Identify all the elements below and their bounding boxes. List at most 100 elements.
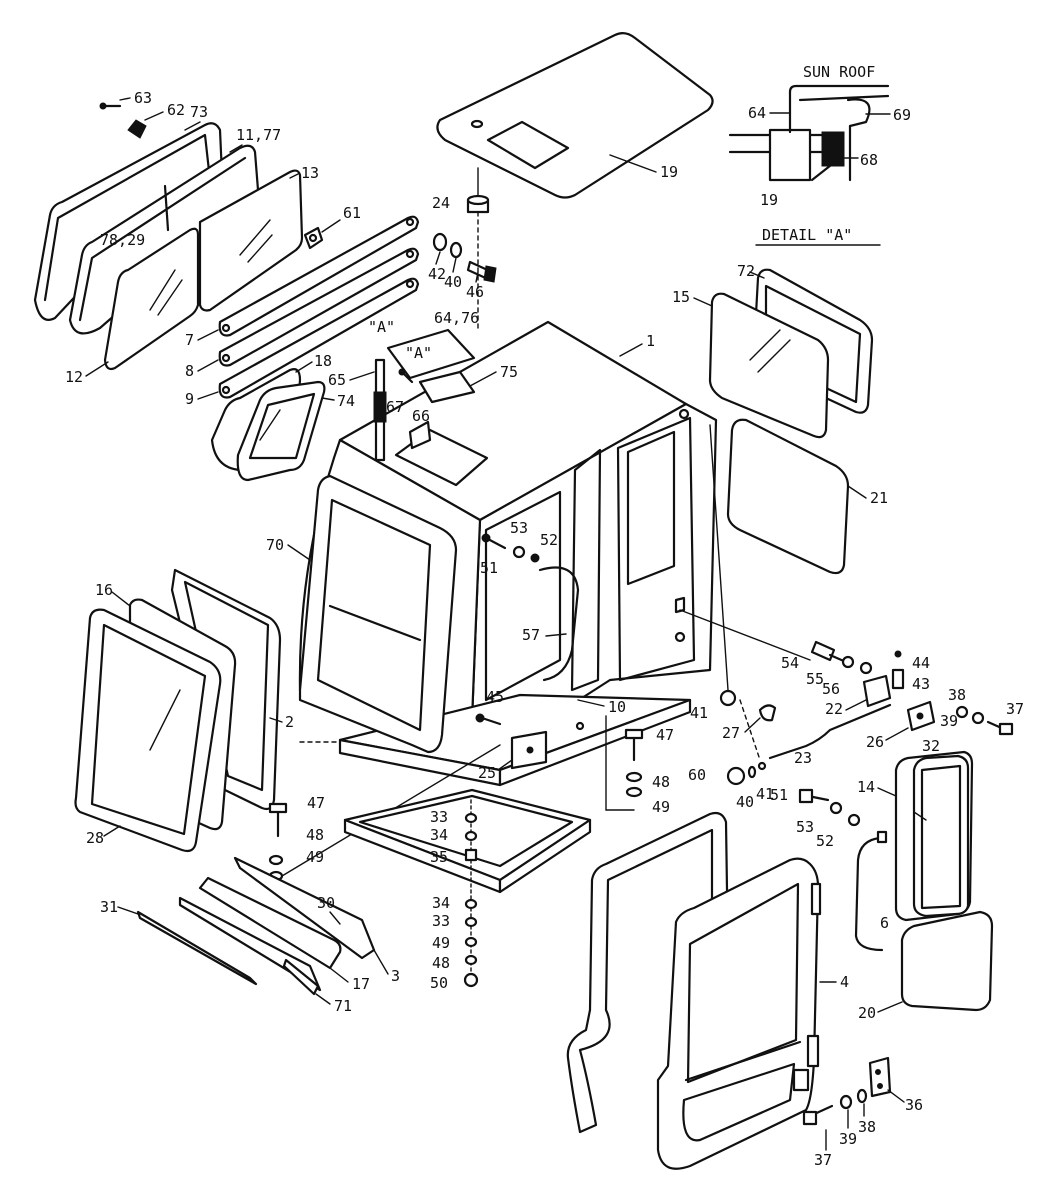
callout-42: 42: [428, 265, 446, 283]
callout-56: 56: [822, 680, 840, 698]
roof-panel: 19 24: [432, 31, 714, 214]
callout-65: 65: [328, 371, 346, 389]
callout-78-29: 78,29: [100, 231, 145, 249]
callout-9: 9: [185, 390, 194, 408]
callout-1: 1: [646, 332, 655, 350]
callout-11-77: 11,77: [236, 126, 281, 144]
callout-25: 25: [478, 764, 496, 782]
callout-66: 66: [412, 407, 430, 425]
sun-roof-detail: SUN ROOF 69 68 64 19 DETAIL "A": [728, 63, 911, 246]
callout-7: 7: [185, 331, 194, 349]
front-lower-window: 18 74: [210, 352, 355, 482]
callout-43: 43: [912, 675, 930, 693]
left-window-stack: 16 2 28: [74, 568, 294, 853]
callout-28: 28: [86, 829, 104, 847]
callout-45: 45: [486, 688, 504, 706]
callout-48-a: 48: [306, 826, 324, 844]
callout-40-b: 40: [736, 793, 754, 811]
callout-75: 75: [500, 363, 518, 381]
callout-19-detail: 19: [760, 191, 778, 209]
callout-41-b: 41: [756, 785, 774, 803]
detail-a-label: DETAIL "A": [762, 226, 852, 244]
callout-74: 74: [337, 392, 355, 410]
sun-roof-label: SUN ROOF: [803, 63, 875, 81]
callout-69: 69: [893, 106, 911, 124]
callout-41-a: 41: [690, 704, 708, 722]
callout-34-b: 34: [432, 894, 450, 912]
sun-roof-items: "A" "A" 64,76 75 65 67 66: [328, 309, 518, 462]
callout-52-a: 52: [540, 531, 558, 549]
callout-67: 67: [386, 398, 404, 416]
callout-49-c: 49: [652, 798, 670, 816]
callout-51-b: 51: [770, 786, 788, 804]
callout-13: 13: [301, 164, 319, 182]
callout-62: 62: [167, 101, 185, 119]
callout-48-c: 48: [652, 773, 670, 791]
callout-52-b: 52: [816, 832, 834, 850]
callout-44: 44: [912, 654, 930, 672]
callout-4: 4: [840, 973, 849, 991]
callout-38-a: 38: [948, 686, 966, 704]
callout-8: 8: [185, 362, 194, 380]
callout-21: 21: [870, 489, 888, 507]
callout-55: 55: [806, 670, 824, 688]
callout-64: 64: [748, 104, 766, 122]
callout-47-b: 47: [656, 726, 674, 744]
right-bolt-stack: 47 48 49: [605, 715, 674, 816]
marker-a-part: "A": [405, 344, 432, 362]
callout-24: 24: [432, 194, 450, 212]
callout-15: 15: [672, 288, 690, 306]
callout-30: 30: [317, 894, 335, 912]
strap-assembly: 7 8 9 42 40 46: [185, 215, 497, 408]
callout-17: 17: [352, 975, 370, 993]
callout-47-a: 47: [307, 794, 325, 812]
callout-37-b: 37: [814, 1151, 832, 1169]
interior-parts: 53 52 51 57: [480, 519, 580, 682]
callout-22: 22: [825, 700, 843, 718]
callout-3: 3: [391, 967, 400, 985]
callout-70: 70: [266, 536, 284, 554]
callout-19-top: 19: [660, 163, 678, 181]
callout-31: 31: [100, 898, 118, 916]
callout-63: 63: [134, 89, 152, 107]
assembly-guide-lines: [299, 211, 761, 761]
callout-36: 36: [905, 1096, 923, 1114]
callout-51-a: 51: [480, 559, 498, 577]
callout-16: 16: [95, 581, 113, 599]
callout-27: 27: [722, 724, 740, 742]
callout-50: 50: [430, 974, 448, 992]
callout-61: 61: [343, 204, 361, 222]
right-door-window: 32 14 6 20 51 53 52: [770, 737, 994, 1022]
callout-57: 57: [522, 626, 540, 644]
callout-26: 26: [866, 733, 884, 751]
callout-49-b: 49: [432, 934, 450, 952]
callout-34-a: 34: [430, 826, 448, 844]
callout-18: 18: [314, 352, 332, 370]
right-hardware: 41 27 54 55 56 44 43 22 23 26 38 39 37 6…: [679, 424, 1024, 811]
callout-53-b: 53: [796, 818, 814, 836]
right-door: 4 36 37 39 38: [566, 811, 923, 1170]
callout-49-a: 49: [306, 848, 324, 866]
callout-64-76: 64,76: [434, 309, 479, 327]
callout-60: 60: [688, 766, 706, 784]
callout-39-a: 39: [940, 712, 958, 730]
callout-12: 12: [65, 368, 83, 386]
callout-40-a: 40: [444, 273, 462, 291]
callout-37-a: 37: [1006, 700, 1024, 718]
callout-38-b: 38: [858, 1118, 876, 1136]
callout-23: 23: [794, 749, 812, 767]
callout-48-b: 48: [432, 954, 450, 972]
callout-39-b: 39: [839, 1130, 857, 1148]
callout-10: 10: [608, 698, 626, 716]
callout-32: 32: [922, 737, 940, 755]
callout-53-a: 53: [510, 519, 528, 537]
callout-71: 71: [334, 997, 352, 1015]
left-door-frame: 70: [266, 474, 458, 754]
callout-72: 72: [737, 262, 755, 280]
callout-73: 73: [190, 103, 208, 121]
callout-54: 54: [781, 654, 799, 672]
center-fastener-stack: 33 34 35 34 33 49 48 50: [430, 799, 479, 992]
callout-35: 35: [430, 848, 448, 866]
base-frame: 3 17 30 31 71: [100, 788, 592, 1015]
